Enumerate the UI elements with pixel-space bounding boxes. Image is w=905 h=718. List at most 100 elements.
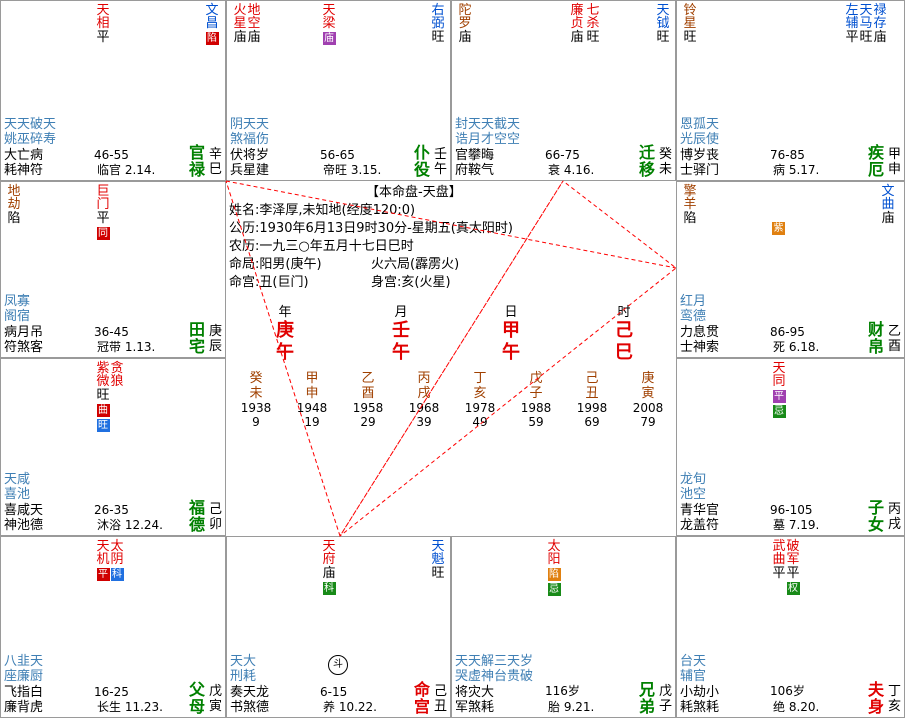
star-name: 地空	[247, 3, 261, 31]
palace-name-char-2: 德	[188, 515, 205, 534]
palace-name[interactable]: 子女	[867, 499, 885, 533]
dayun-branch: 子	[529, 386, 543, 401]
palace-name-char-2: 女	[867, 515, 884, 534]
gods-row-1: 博岁丧	[680, 148, 720, 163]
major-star: 武曲平	[772, 540, 786, 580]
palace-name-char-1: 仆	[413, 143, 430, 162]
gods-row-1: 伏将岁	[230, 148, 270, 163]
minor-stars-row-2: 刑耗	[230, 669, 257, 684]
name-line: 姓名:李泽厚,未知地(经度120:0)	[229, 203, 416, 218]
palace-ganzhi: 辛巳	[209, 147, 222, 177]
minor-stars-row-2: 光辰使	[680, 132, 720, 147]
major-star: 天钺旺	[656, 4, 670, 44]
major-star: 巨门平同	[96, 185, 110, 240]
dayun-branch: 丑	[585, 386, 599, 401]
minor-stars: 红月鸾德	[680, 294, 706, 324]
major-star: 太阳陷忌	[547, 540, 561, 596]
palace-name[interactable]: 疾厄	[867, 144, 885, 178]
palace-ganzhi: 戊寅	[209, 684, 222, 714]
major-star: 文曲庙	[881, 185, 895, 225]
gods-row-2: 军煞耗	[455, 700, 495, 715]
dayun-year: 1978	[464, 401, 496, 415]
dayun-age: 79	[640, 415, 656, 429]
star-name: 天相	[96, 3, 110, 31]
pillar-label: 时	[617, 305, 631, 320]
star-name: 天梁	[322, 3, 336, 31]
life-stage: 墓 7.19.	[773, 518, 820, 532]
palace-name[interactable]: 财帛	[867, 321, 885, 355]
palace-name[interactable]: 命宫	[413, 681, 431, 715]
palace-stem: 甲	[888, 147, 902, 162]
pillar-label: 月	[394, 305, 408, 320]
dayun-branch: 申	[305, 386, 319, 401]
dayun-age: 39	[416, 415, 432, 429]
palace-name[interactable]: 仆役	[413, 144, 431, 178]
pillar-label: 日	[504, 305, 518, 320]
gods-row-1: 奏天龙	[230, 685, 270, 700]
life-stage: 临官 2.14.	[97, 163, 156, 177]
star-brightness: 庙	[873, 30, 887, 45]
palace-name[interactable]: 父母	[188, 681, 206, 715]
palace-name[interactable]: 官禄	[188, 144, 206, 178]
dayun-year: 1968	[408, 401, 440, 415]
palace-branch: 午	[434, 162, 448, 177]
major-star: 贪狼	[110, 362, 124, 388]
dayun-year: 1948	[296, 401, 328, 415]
ming-zhu-mark: 斗	[328, 655, 348, 675]
gods: 将灾大军煞耗	[455, 685, 494, 715]
major-star: 天马旺	[859, 4, 873, 44]
minor-stars: 台天辅官	[680, 654, 706, 684]
star-name: 右弼	[431, 3, 445, 31]
star-sihua-badge: 同	[96, 227, 110, 240]
star-brightness: 旺	[586, 30, 600, 45]
shen-gong-label: 身宫:亥(火星)	[371, 275, 451, 290]
dayun-age: 49	[472, 415, 488, 429]
gods: 伏将岁兵星建	[230, 148, 269, 178]
decade-age: 76-85	[770, 148, 805, 162]
star-name: 火星	[233, 3, 247, 31]
palace-name[interactable]: 夫身	[867, 681, 885, 715]
dayun-age: 29	[360, 415, 376, 429]
bazi-pillar: 日甲午	[496, 301, 526, 364]
decade-age: 106岁	[770, 684, 805, 698]
star-brightness: 陷	[683, 211, 697, 226]
star-brightness: 平	[845, 30, 859, 45]
minor-stars: 八韭天座廉厨	[4, 654, 43, 684]
palace-name[interactable]: 福德	[188, 499, 206, 533]
gods-row-1: 小劫小	[680, 685, 720, 700]
dayun-stem: 戊	[529, 371, 543, 386]
minor-stars-row-1: 天咸	[4, 472, 31, 487]
gods-row-1: 飞指白	[4, 685, 44, 700]
life-stage: 沐浴 12.24.	[97, 518, 163, 532]
palace-name-char-1: 迁	[638, 143, 655, 162]
decade-age: 36-45	[94, 325, 129, 339]
star-brightness: 庙	[322, 566, 336, 581]
star-brightness: 庙	[458, 30, 472, 45]
lunar-date-line: 农历:一九三○年五月十七日巳时	[229, 239, 414, 254]
gods-row-2: 士神索	[680, 340, 720, 355]
minor-stars-row-1: 台天	[680, 654, 707, 669]
major-star: 地劫陷	[7, 185, 21, 225]
gods-row-2: 书煞德	[230, 700, 270, 715]
palace-name[interactable]: 兄弟	[638, 681, 656, 715]
gods-row-2: 耗神符	[4, 163, 44, 178]
palace-name[interactable]: 田宅	[188, 321, 206, 355]
palace-name[interactable]: 迁移	[638, 144, 656, 178]
pillar-label: 年	[278, 305, 292, 320]
palace-ganzhi: 壬午	[434, 147, 447, 177]
palace-branch: 申	[888, 162, 902, 177]
